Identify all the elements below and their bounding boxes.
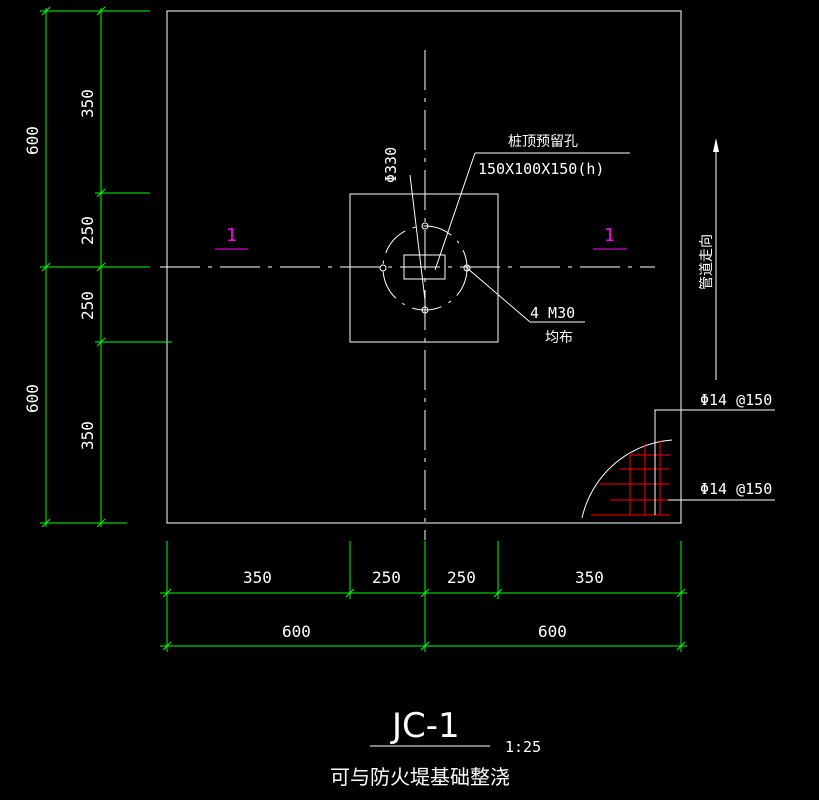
pile-hole-label: 桩顶预留孔 [508,133,578,150]
leader-pile-hole [434,152,476,271]
bolt-hole-right [463,264,471,272]
rebar-leader-top [654,409,775,515]
drawing-subtitle: 可与防火堤基础整浇 [330,765,510,789]
dim-left-lower-inner: 250 [78,291,97,320]
dim-bottom-total-left: 600 [282,622,311,641]
pipe-direction-arrow [713,138,719,152]
rebar-label-bottom: Φ14 @150 [700,480,772,498]
dim-left-lower-outer: 350 [78,421,97,450]
pile-hole-size: 150X100X150(h) [478,160,604,178]
section-marker-right: 1 [604,225,615,246]
rebar-grid [591,440,670,516]
drawing-title: JC-1 [390,706,460,746]
left-dimension-lines [40,6,172,528]
pile-hole [403,254,446,280]
pipe-direction-label: 管道走向 [699,234,715,290]
bolt-hole-top [421,222,429,230]
leader-bolts [466,267,531,323]
rebar-label-top: Φ14 @150 [700,391,772,409]
rebar-detail-arc [581,439,673,519]
dim-bottom-seg2: 250 [372,568,401,587]
dim-bottom-total-right: 600 [538,622,567,641]
bolt-hole-bottom [421,306,429,314]
dim-left-lower-total: 600 [23,384,42,413]
bolt-hole-left [379,264,387,272]
pier-outline [349,193,499,343]
bottom-dimension-lines [160,541,687,652]
dim-left-upper-inner: 250 [78,216,97,245]
dim-left-upper-outer: 350 [78,89,97,118]
bolts-label: 4 M30 [530,304,575,322]
bolts-note: 均布 [545,330,573,346]
bolt-circle-label: Φ330 [382,147,400,183]
dim-bottom-seg1: 350 [243,568,272,587]
section-marker-left: 1 [226,225,237,246]
leader-bolt-circle [409,174,426,301]
dim-left-upper-total: 600 [23,126,42,155]
dim-bottom-seg4: 350 [575,568,604,587]
drawing-scale: 1:25 [505,738,541,756]
dim-bottom-seg3: 250 [447,568,476,587]
